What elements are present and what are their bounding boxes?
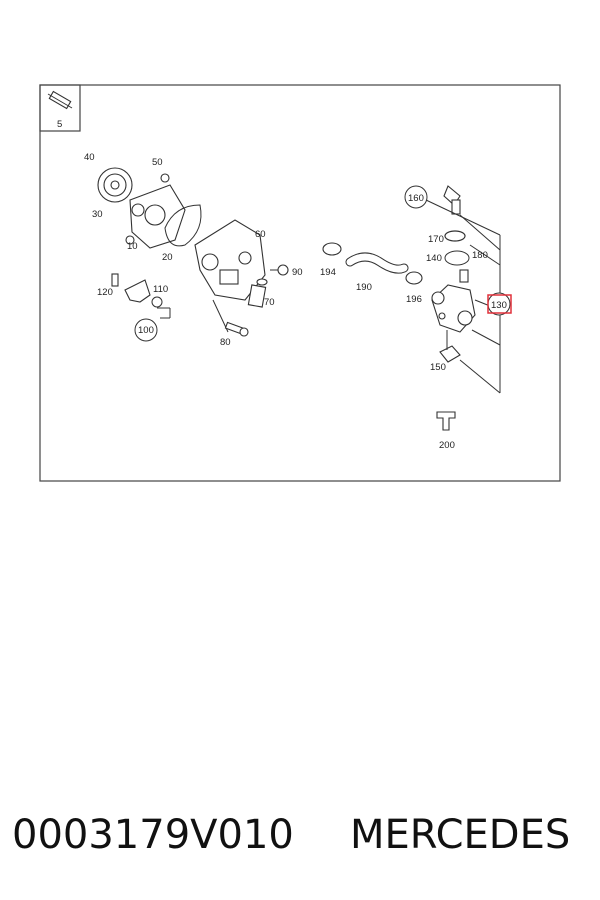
fitting-120-icon: [111, 273, 151, 303]
part-number: 0003179V010: [12, 812, 294, 858]
callout-196: 196: [406, 294, 422, 305]
caption-bar: 0003179V010 MERCEDES: [0, 800, 600, 870]
callout-170: 170: [428, 234, 444, 245]
callout-30: 30: [92, 209, 103, 220]
callout-160: 160: [408, 193, 424, 204]
callout-180: 180: [472, 250, 488, 261]
callout-80: 80: [220, 337, 231, 348]
inset-box: [39, 84, 81, 132]
bracket-200-icon: [436, 411, 456, 431]
callout-194: 194: [320, 267, 336, 278]
highlight-box-130: [487, 294, 512, 314]
pulley-icon: [97, 167, 133, 203]
water-pump-icon: [125, 173, 186, 249]
seal-ring-170-icon: [444, 230, 466, 242]
inset-label: 5: [57, 119, 62, 130]
hose-190-icon: [345, 252, 409, 274]
gasket-140-icon: [444, 250, 470, 266]
callout-40: 40: [84, 152, 95, 163]
callout-130: 130: [491, 300, 507, 311]
callout-20: 20: [162, 252, 173, 263]
seal-110-icon: [151, 296, 163, 308]
callout-150: 150: [430, 362, 446, 373]
callout-90: 90: [292, 267, 303, 278]
clamp-194-icon: [322, 242, 342, 256]
gasket-icon: [164, 204, 202, 247]
callout-120: 120: [97, 287, 113, 298]
sleeve-70-icon: [247, 278, 268, 308]
callout-50: 50: [152, 157, 163, 168]
callout-140: 140: [426, 253, 442, 264]
callout-110: 110: [153, 284, 168, 295]
inset-sensor-icon: [47, 90, 73, 110]
brand-name: MERCEDES: [350, 812, 571, 858]
callout-labels: 40 50 30 10 20 60 90 70 80 120 110 100 194 190 196 160 1…: [84, 152, 507, 451]
callout-circle-100: [134, 318, 158, 342]
clamp-196-icon: [405, 271, 423, 285]
thermostat-icon: [431, 284, 476, 333]
screw-180-icon: [459, 269, 469, 283]
callout-190: 190: [356, 282, 372, 293]
bracket-150-icon: [439, 330, 461, 363]
callout-200: 200: [439, 440, 455, 451]
callout-10: 10: [127, 241, 138, 252]
callout-70: 70: [264, 297, 275, 308]
bolt-80-icon: [212, 299, 249, 337]
diagram-frame: [39, 84, 561, 482]
callout-100: 100: [138, 325, 154, 336]
bolt-90-icon: [270, 264, 289, 276]
callout-circle-160: [404, 185, 428, 209]
parts-diagram: 5: [39, 84, 561, 482]
callout-60: 60: [255, 229, 266, 240]
